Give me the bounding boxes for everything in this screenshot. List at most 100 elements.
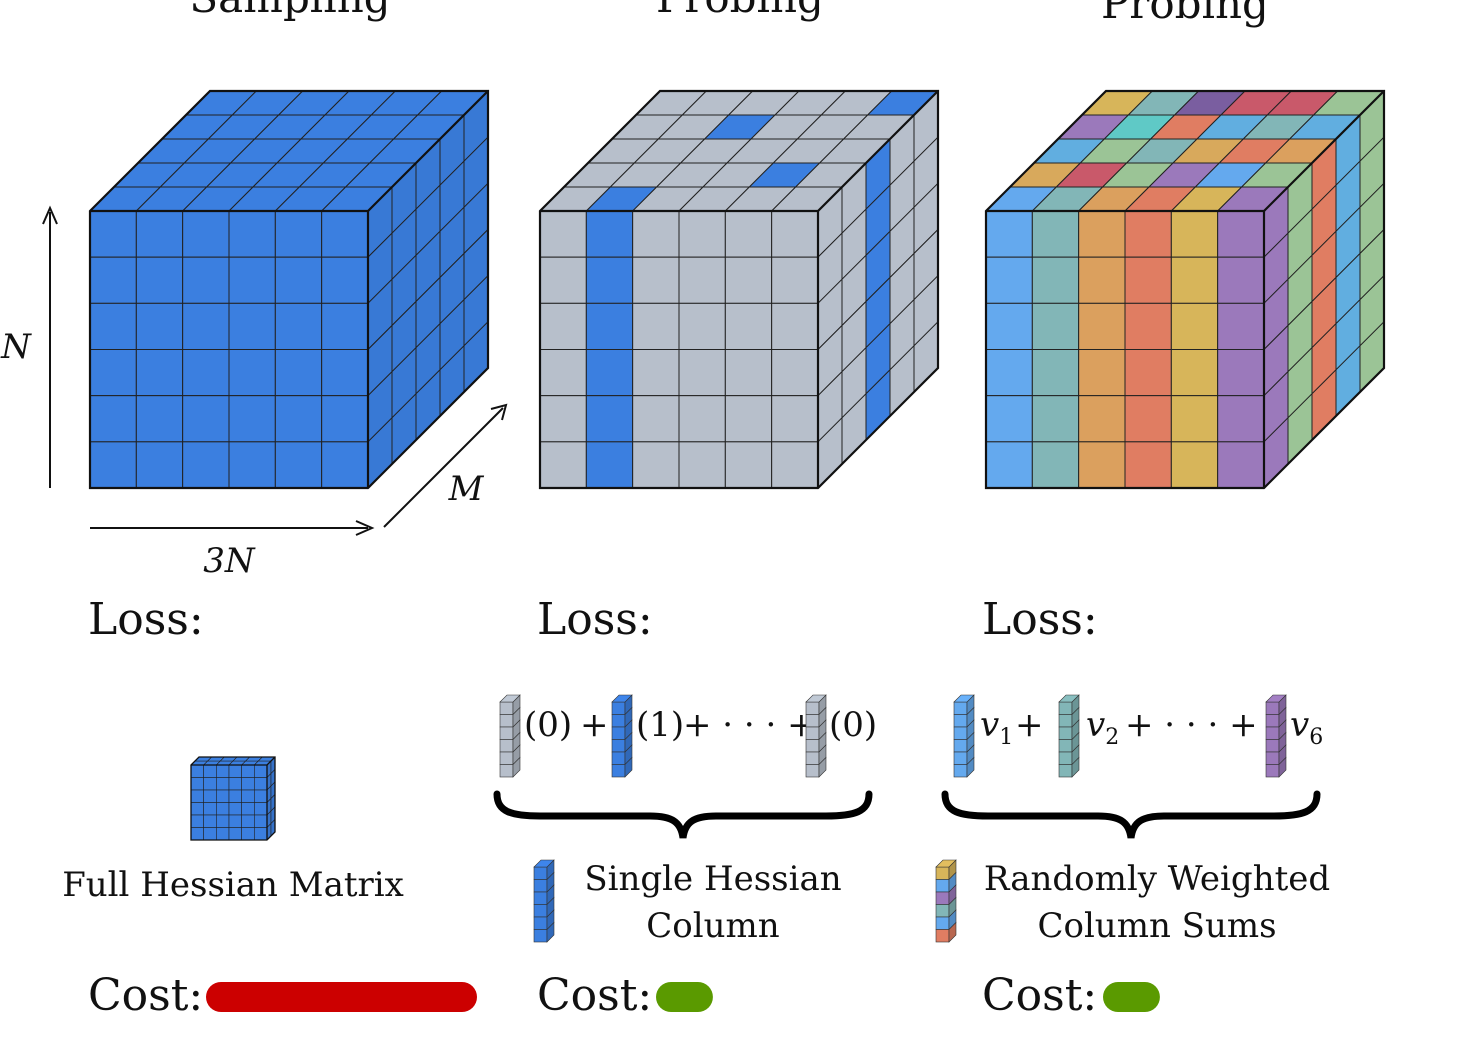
front-cell: [585, 256, 634, 304]
panel-3-item-label-line-1: Randomly Weighted: [984, 859, 1330, 899]
front-cell: [203, 789, 217, 803]
front-cell: [632, 395, 680, 443]
front-cell: [241, 802, 255, 816]
column-cell: [533, 929, 548, 943]
panel-3-cost-bar: [1103, 982, 1160, 1012]
column-cell: [611, 701, 626, 715]
front-cell: [1078, 210, 1126, 258]
front-cell: [771, 349, 819, 397]
panel-3-heading: Probing: [1101, 0, 1269, 28]
column-cell: [935, 904, 950, 918]
front-cell: [321, 256, 369, 304]
weighted-equation: v1+v2+ · · · +v6: [953, 694, 1323, 778]
front-cell: [1031, 395, 1080, 443]
front-cell: [190, 764, 204, 778]
column-cell: [805, 726, 820, 740]
axis-3n-label: 3N: [203, 541, 256, 581]
front-cell: [182, 395, 230, 443]
front-cell: [203, 814, 217, 828]
front-cell: [135, 441, 184, 489]
column-top: [805, 694, 827, 703]
probing-operator: +: [580, 705, 609, 745]
front-cell: [135, 210, 184, 258]
front-cell: [228, 349, 276, 397]
column-cell: [611, 764, 626, 778]
weight-term: v2: [1086, 705, 1119, 750]
probing-brace: [493, 790, 873, 839]
column-cell: [499, 714, 514, 728]
front-cell: [1124, 256, 1172, 304]
front-cell: [1124, 441, 1172, 489]
front-cell: [539, 210, 587, 258]
front-cell: [190, 777, 204, 791]
column-cell: [499, 701, 514, 715]
column-cell: [1058, 714, 1073, 728]
column-cell: [533, 891, 548, 905]
front-cell: [771, 256, 819, 304]
front-cell: [228, 210, 276, 258]
front-cell: [724, 256, 773, 304]
panel-1-cost-label: Cost:: [88, 970, 203, 1021]
front-cell: [190, 827, 204, 841]
front-cell: [254, 764, 268, 778]
column-cell: [611, 739, 626, 753]
front-cell: [274, 441, 323, 489]
column-cell: [533, 904, 548, 918]
front-cell: [1078, 441, 1126, 489]
column-cell: [935, 891, 950, 905]
column-cell: [805, 764, 820, 778]
front-cell: [985, 395, 1033, 443]
front-cell: [1078, 395, 1126, 443]
weighted-probing-cube: [984, 89, 1386, 490]
front-cell: [274, 210, 323, 258]
column-cell: [1265, 751, 1280, 765]
mini-full-matrix-icon: [190, 756, 276, 841]
front-cell: [539, 256, 587, 304]
front-cell: [182, 302, 230, 351]
front-cell: [89, 210, 137, 258]
column-cell: [953, 701, 968, 715]
front-cell: [1124, 395, 1172, 443]
panel-2-loss-label: Loss:: [537, 594, 653, 645]
front-cell: [274, 256, 323, 304]
column-cell: [1058, 701, 1073, 715]
column-cell: [953, 739, 968, 753]
front-cell: [1217, 210, 1265, 258]
front-cell: [1217, 349, 1265, 397]
front-cell: [585, 302, 634, 351]
front-cell: [724, 302, 773, 351]
panel-2-cost-bar: [656, 982, 713, 1012]
front-cell: [632, 441, 680, 489]
front-cell: [724, 441, 773, 489]
front-cell: [228, 827, 242, 841]
column-cell: [935, 879, 950, 893]
column-cell: [805, 739, 820, 753]
front-cell: [1217, 441, 1265, 489]
front-cell: [539, 349, 587, 397]
front-cell: [585, 395, 634, 443]
panel-2-heading: Probing: [656, 0, 824, 22]
cube-outline: [538, 89, 940, 490]
probing-term: (1): [636, 705, 684, 745]
front-cell: [1124, 349, 1172, 397]
column-top: [533, 859, 555, 868]
front-cell: [1170, 441, 1219, 489]
column-top: [1265, 694, 1287, 703]
front-cell: [1217, 395, 1265, 443]
front-cell: [203, 777, 217, 791]
front-cell: [539, 395, 587, 443]
front-cell: [678, 302, 726, 351]
front-cell: [724, 395, 773, 443]
front-cell: [539, 441, 587, 489]
front-cell: [1217, 256, 1265, 304]
cube-outline: [88, 89, 490, 490]
front-cell: [228, 302, 276, 351]
front-cell: [190, 802, 204, 816]
column-cell: [805, 751, 820, 765]
front-cell: [321, 441, 369, 489]
front-cell: [190, 789, 204, 803]
front-cell: [1078, 302, 1126, 351]
front-cell: [135, 349, 184, 397]
column-side: [1071, 756, 1080, 778]
column-side: [1278, 756, 1287, 778]
